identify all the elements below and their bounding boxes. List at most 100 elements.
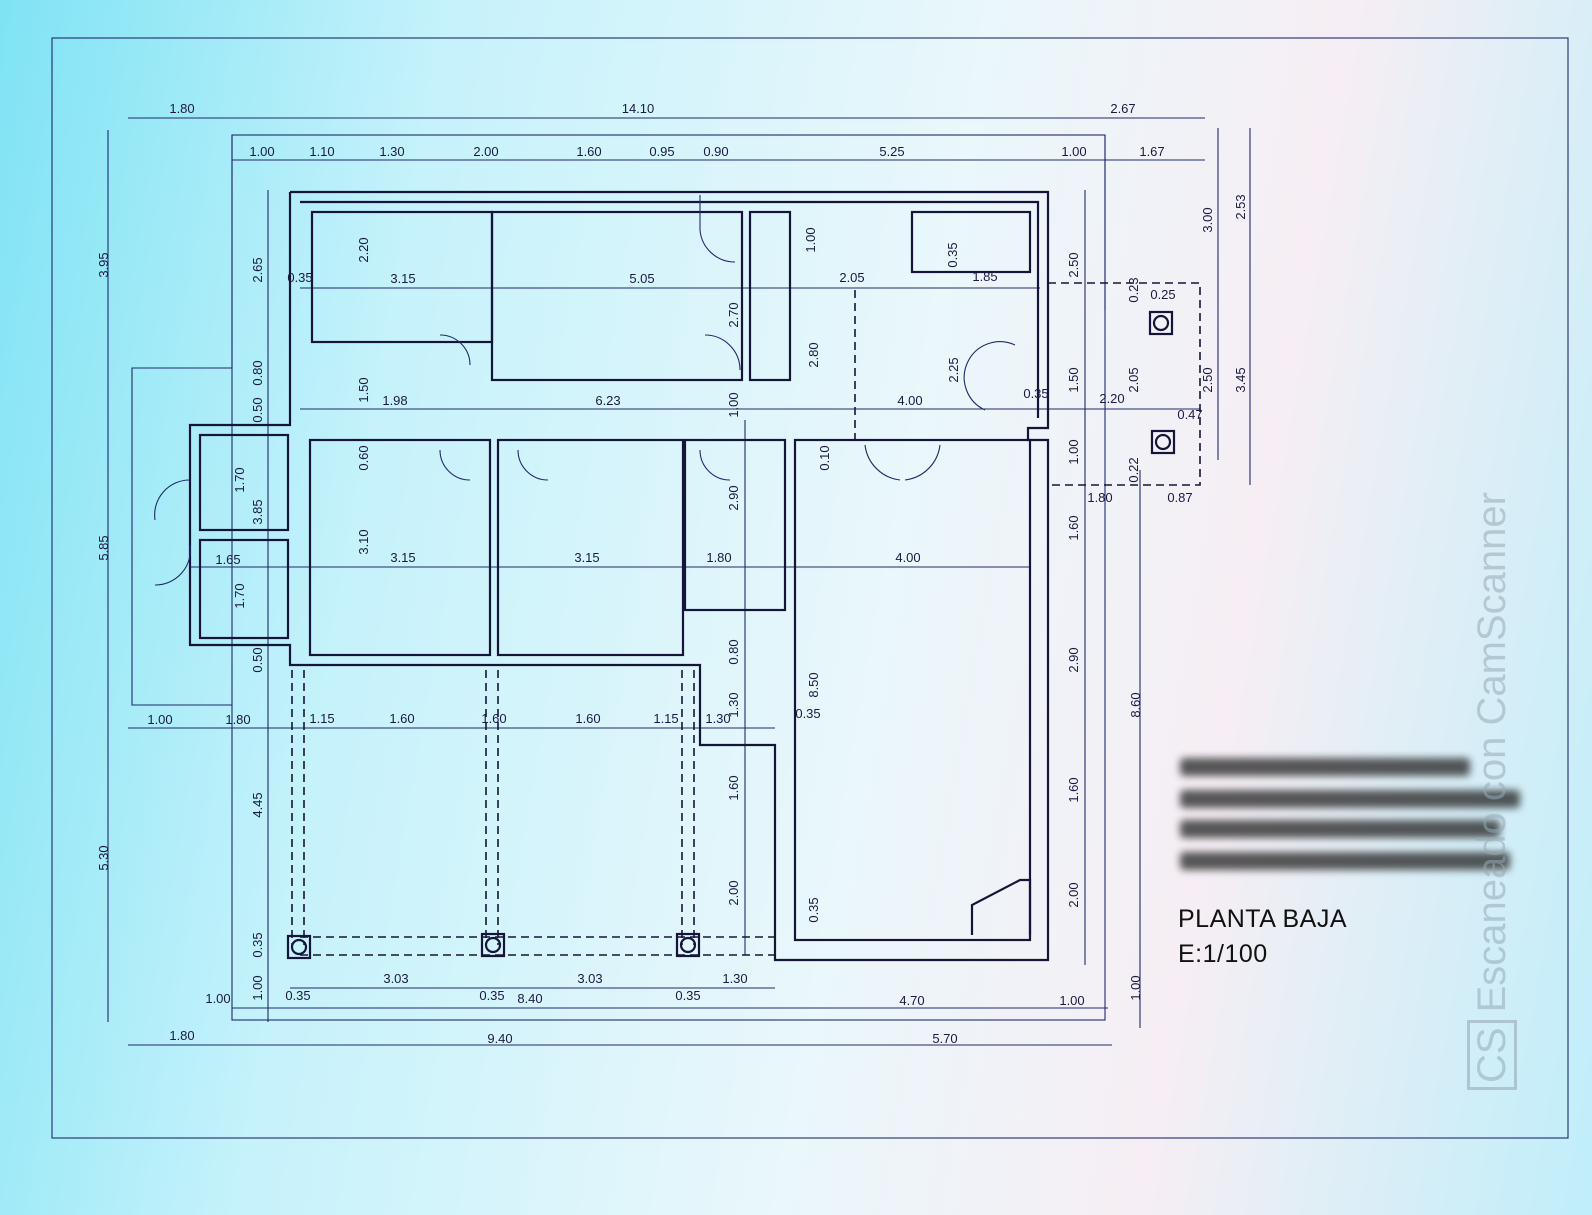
dimension-label: 0.35 [806, 897, 821, 922]
dimension-label: 1.10 [309, 144, 334, 159]
dimension-label: 0.80 [726, 639, 741, 664]
dimension-label: 14.10 [622, 101, 655, 116]
columns [286, 310, 1176, 960]
dimension-label: 3.15 [574, 550, 599, 565]
dimension-label: 0.10 [817, 445, 832, 470]
redacted-title-line [1180, 758, 1470, 776]
door-swings [154, 195, 1016, 586]
dimension-label: 1.30 [379, 144, 404, 159]
dimension-label: 1.50 [356, 377, 371, 402]
plot-outline [231, 134, 1106, 1021]
dimension-label: 0.80 [250, 360, 265, 385]
dimension-label: 2.90 [726, 485, 741, 510]
dimension-label: 1.60 [389, 711, 414, 726]
watermark: CSEscaneado con CamScanner [1467, 492, 1517, 1090]
dimension-label: 1.60 [1066, 777, 1081, 802]
walls [188, 190, 1050, 962]
dimension-label: 1.30 [726, 692, 741, 717]
dimension-label: 1.80 [169, 101, 194, 116]
dimension-label: 1.00 [803, 227, 818, 252]
dimension-label: 0.95 [649, 144, 674, 159]
dimension-label: 1.00 [205, 991, 230, 1006]
dimension-label: 1.00 [726, 392, 741, 417]
dimension-label: 2.20 [356, 237, 371, 262]
dimension-label: 1.60 [575, 711, 600, 726]
dimension-label: 0.47 [1177, 407, 1202, 422]
dimension-label: 8.40 [517, 991, 542, 1006]
dimension-label: 2.05 [1126, 367, 1141, 392]
dimension-label: 1.00 [249, 144, 274, 159]
dimension-label: 1.98 [382, 393, 407, 408]
dimension-label: 1.00 [1059, 993, 1084, 1008]
dimension-label: 1.00 [147, 712, 172, 727]
dimension-label: 1.60 [576, 144, 601, 159]
dimension-label: 3.95 [96, 252, 111, 277]
porch-dashed [291, 282, 1201, 956]
dimension-label: 2.70 [726, 302, 741, 327]
dimension-label: 0.50 [250, 647, 265, 672]
dimension-label: 1.60 [481, 711, 506, 726]
dimension-label: 0.23 [1126, 277, 1141, 302]
dimension-label: 1.30 [722, 971, 747, 986]
plan-title: PLANTA BAJA [1178, 905, 1347, 933]
dimension-label: 2.00 [473, 144, 498, 159]
dimension-label: 0.87 [1167, 490, 1192, 505]
dimension-label: 5.85 [96, 535, 111, 560]
dimension-label: 0.35 [250, 932, 265, 957]
dimension-label: 2.80 [806, 342, 821, 367]
dimension-label: 0.60 [356, 445, 371, 470]
dimension-label: 1.15 [653, 711, 678, 726]
dimension-label: 1.00 [1128, 975, 1143, 1000]
dimension-label: 0.35 [795, 706, 820, 721]
dimension-label: 2.25 [946, 357, 961, 382]
dimension-label: 2.90 [1066, 647, 1081, 672]
dimension-labels: 1.80 14.10 2.67 1.00 1.10 1.30 2.00 1.60 0.95 0.9… [96, 101, 1248, 1046]
plan-scale: E:1/100 [1178, 940, 1268, 968]
dimension-label: 0.35 [675, 988, 700, 1003]
dimension-label: 2.05 [839, 270, 864, 285]
dimension-label: 4.00 [897, 393, 922, 408]
dimension-label: 1.60 [726, 775, 741, 800]
dimension-label: 6.23 [595, 393, 620, 408]
dimension-label: 0.35 [285, 988, 310, 1003]
dimension-label: 1.85 [972, 269, 997, 284]
dimension-label: 1.60 [1066, 515, 1081, 540]
dimension-label: 1.70 [232, 467, 247, 492]
dimension-lines [107, 117, 1251, 1046]
sheet-border [51, 37, 1569, 1139]
dimension-label: 0.90 [703, 144, 728, 159]
dimension-label: 2.20 [1099, 391, 1124, 406]
watermark-logo-icon: CS [1467, 1020, 1517, 1090]
dimension-label: 3.03 [383, 971, 408, 986]
dimension-label: 1.65 [215, 552, 240, 567]
dimension-label: 3.15 [390, 271, 415, 286]
dimension-label: 3.85 [250, 499, 265, 524]
dimension-label: 3.15 [390, 550, 415, 565]
dimension-label: 1.80 [706, 550, 731, 565]
dimension-label: 3.10 [356, 529, 371, 554]
dimension-label: 2.67 [1110, 101, 1135, 116]
dimension-label: 9.40 [487, 1031, 512, 1046]
dimension-label: 3.45 [1233, 367, 1248, 392]
dimension-label: 5.70 [932, 1031, 957, 1046]
dimension-label: 2.00 [1066, 882, 1081, 907]
dimension-label: 0.35 [945, 242, 960, 267]
redacted-title-line [1180, 790, 1520, 808]
dimension-label: 0.25 [1150, 287, 1175, 302]
dimension-label: 5.05 [629, 271, 654, 286]
dimension-label: 4.00 [895, 550, 920, 565]
dimension-label: 0.35 [287, 270, 312, 285]
redacted-title-line [1180, 852, 1510, 870]
redacted-title-line [1180, 820, 1500, 838]
dimension-label: 2.50 [1200, 367, 1215, 392]
dimension-label: 1.15 [309, 711, 334, 726]
dimension-label: 1.80 [1087, 490, 1112, 505]
dimension-label: 3.03 [577, 971, 602, 986]
dimension-label: 8.60 [1128, 692, 1143, 717]
dimension-label: 1.80 [225, 712, 250, 727]
dimension-label: 1.00 [1066, 439, 1081, 464]
dimension-label: 2.50 [1066, 252, 1081, 277]
dimension-label: 8.50 [806, 672, 821, 697]
dimension-label: 1.00 [250, 975, 265, 1000]
